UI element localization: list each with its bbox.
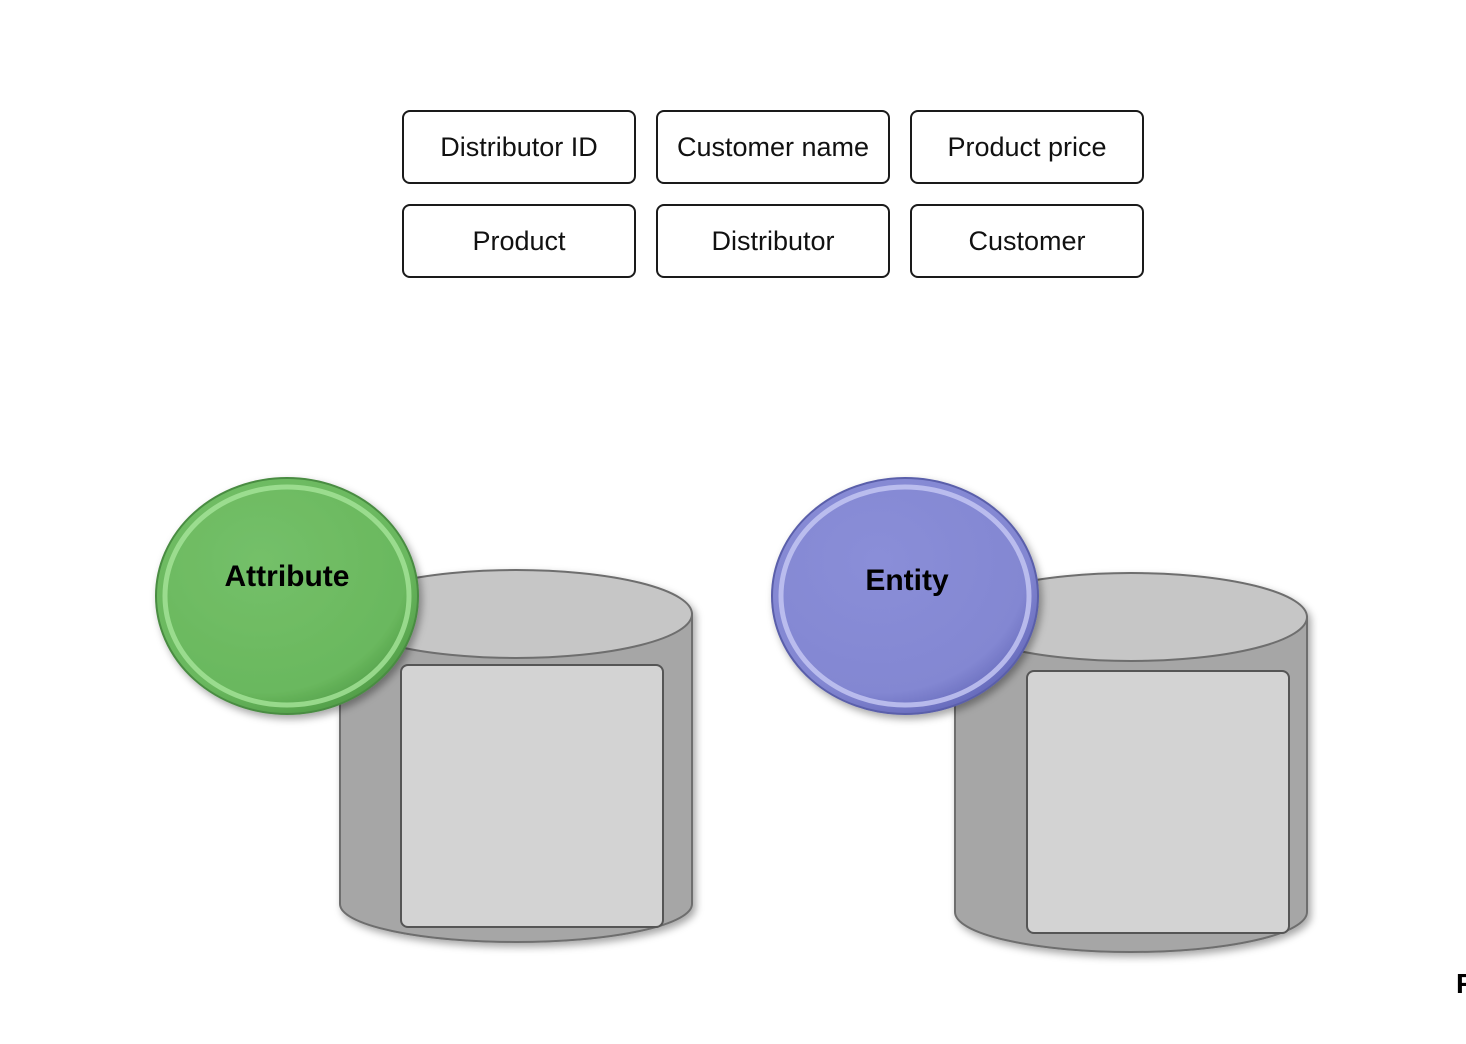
entity-drop-zone[interactable] bbox=[1026, 670, 1290, 934]
term-chip-distributor[interactable]: Distributor bbox=[656, 204, 890, 278]
attribute-drop-zone[interactable] bbox=[400, 664, 664, 928]
term-chip-customer-name[interactable]: Customer name bbox=[656, 110, 890, 184]
term-chip-customer[interactable]: Customer bbox=[910, 204, 1144, 278]
term-chip-product[interactable]: Product bbox=[402, 204, 636, 278]
term-chip-distributor-id[interactable]: Distributor ID bbox=[402, 110, 636, 184]
term-chip-product-price[interactable]: Product price bbox=[910, 110, 1144, 184]
clipped-edge-text: F bbox=[1456, 968, 1466, 999]
